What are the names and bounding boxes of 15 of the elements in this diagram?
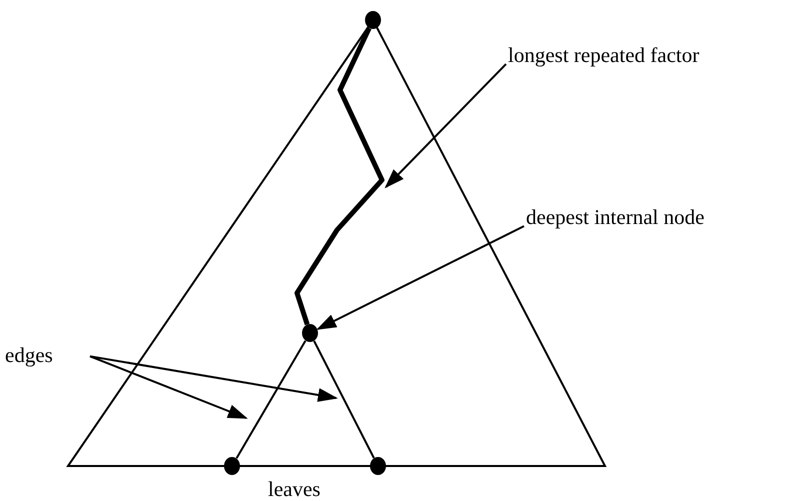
tree-edge <box>313 340 375 458</box>
tree-node-dot <box>224 457 240 475</box>
tree-node-dot <box>370 457 386 475</box>
arrow <box>316 225 524 330</box>
leaves-label: leaves <box>268 476 320 501</box>
annotation-label: longest repeated factor <box>508 42 700 68</box>
arrow <box>90 355 248 419</box>
annotation-label: edges <box>5 342 53 368</box>
arrow <box>384 63 507 188</box>
arrow <box>90 355 338 402</box>
tree-edge <box>294 27 384 326</box>
tree-edge <box>236 340 306 459</box>
annotation-label: deepest internal node <box>526 204 704 230</box>
tree-node-dot <box>302 324 318 342</box>
tree-node-dot <box>365 11 381 29</box>
